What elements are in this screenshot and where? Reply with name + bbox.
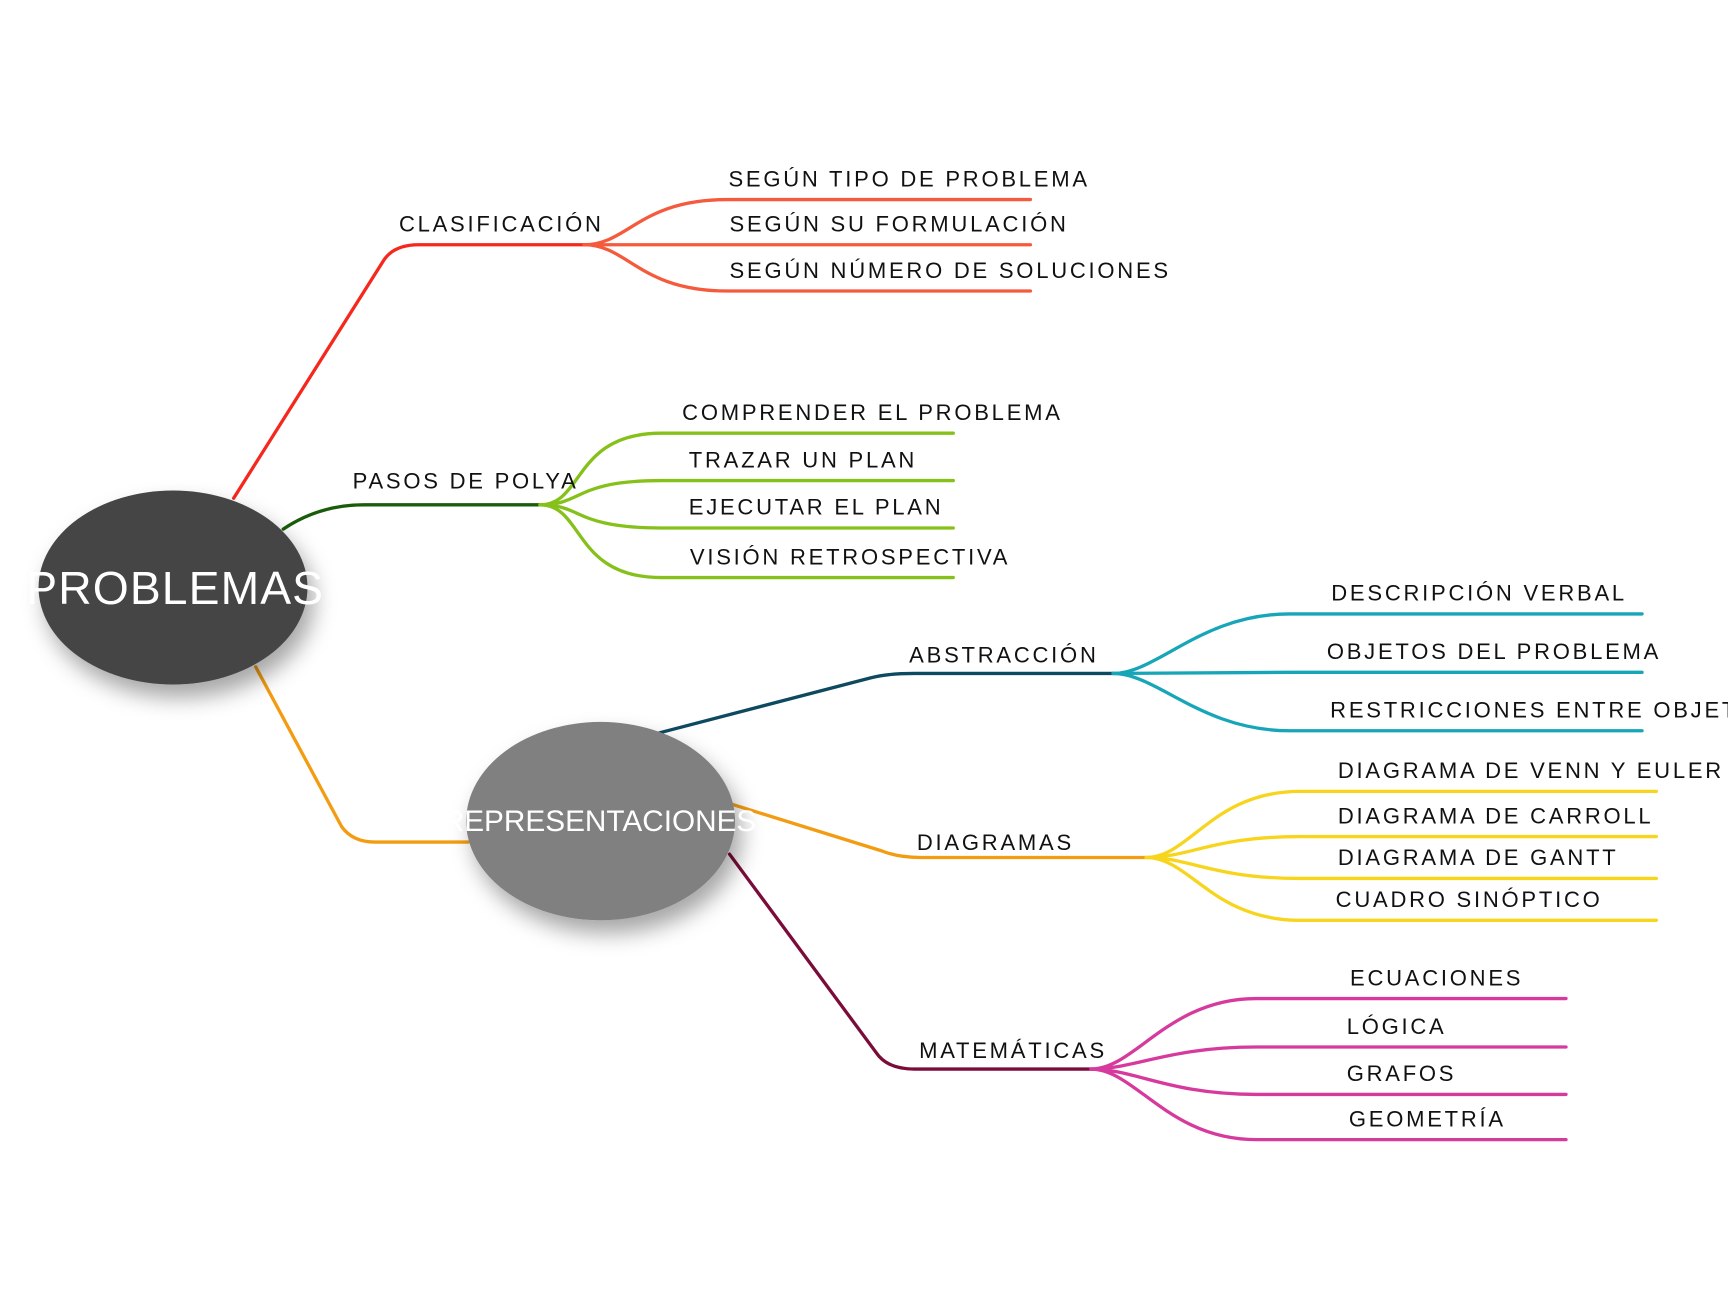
child-link [538, 503, 955, 530]
child-label[interactable]: COMPRENDER EL PROBLEMA [682, 400, 1063, 425]
child-label[interactable]: GRAFOS [1347, 1061, 1457, 1086]
child-link [1144, 834, 1659, 860]
branch-link [657, 671, 1115, 735]
child-label[interactable]: DIAGRAMA DE CARROLL [1338, 803, 1654, 828]
child-link [582, 197, 1033, 247]
child-link [538, 478, 955, 507]
branch-link [231, 243, 586, 500]
child-label[interactable]: EJECUTAR EL PLAN [689, 495, 944, 520]
branch-link [281, 503, 542, 531]
child-link [1144, 855, 1659, 922]
child-label[interactable]: TRAZAR UN PLAN [689, 447, 917, 472]
branch-label[interactable]: PASOS DE POLYA [353, 468, 579, 493]
branch-label[interactable]: ABSTRACCIÓN [909, 642, 1098, 667]
child-label[interactable]: VISIÓN RETROSPECTIVA [690, 544, 1010, 569]
child-link [1089, 1067, 1568, 1097]
representaciones-label: REPRESENTACIONES [443, 805, 757, 838]
child-link [1111, 612, 1644, 676]
link-representaciones [254, 665, 471, 844]
child-link [1089, 996, 1568, 1071]
child-label[interactable]: SEGÚN NÚMERO DE SOLUCIONES [730, 258, 1171, 283]
child-link [1089, 1045, 1568, 1071]
child-link [538, 503, 955, 580]
child-link [538, 431, 955, 507]
root-ellipse [38, 490, 308, 685]
child-link [582, 243, 1033, 293]
child-label[interactable]: SEGÚN TIPO DE PROBLEMA [728, 166, 1089, 191]
branch-link [731, 802, 1148, 860]
child-link [1111, 671, 1644, 733]
child-link [1144, 789, 1659, 860]
child-label[interactable]: GEOMETRÍA [1349, 1106, 1506, 1131]
child-label[interactable]: OBJETOS DEL PROBLEMA [1327, 639, 1661, 664]
root-node[interactable]: PROBLEMAS [26, 490, 324, 685]
representaciones-node[interactable]: REPRESENTACIONES [443, 721, 757, 921]
root-label: PROBLEMAS [26, 562, 324, 614]
child-link [1089, 1067, 1568, 1142]
representaciones-ellipse [466, 721, 736, 921]
child-label[interactable]: DIAGRAMA DE VENN Y EULER [1338, 758, 1724, 783]
child-link [1144, 855, 1659, 881]
branch-label[interactable]: DIAGRAMAS [917, 830, 1074, 855]
child-label[interactable]: DESCRIPCIÓN VERBAL [1331, 581, 1627, 606]
child-label[interactable]: DIAGRAMA DE GANTT [1338, 845, 1619, 870]
child-label[interactable]: LÓGICA [1347, 1014, 1447, 1039]
branch-label[interactable]: MATEMÁTICAS [919, 1038, 1107, 1063]
child-label[interactable]: CUADRO SINÓPTICO [1336, 887, 1603, 912]
child-link [1111, 670, 1644, 676]
child-label[interactable]: SEGÚN SU FORMULACIÓN [730, 212, 1069, 237]
child-label[interactable]: ECUACIONES [1350, 965, 1523, 990]
child-label[interactable]: RESTRICCIONES ENTRE OBJETOS [1330, 698, 1728, 723]
branch-link [727, 852, 1093, 1071]
branch-label[interactable]: CLASIFICACIÓN [399, 212, 604, 237]
